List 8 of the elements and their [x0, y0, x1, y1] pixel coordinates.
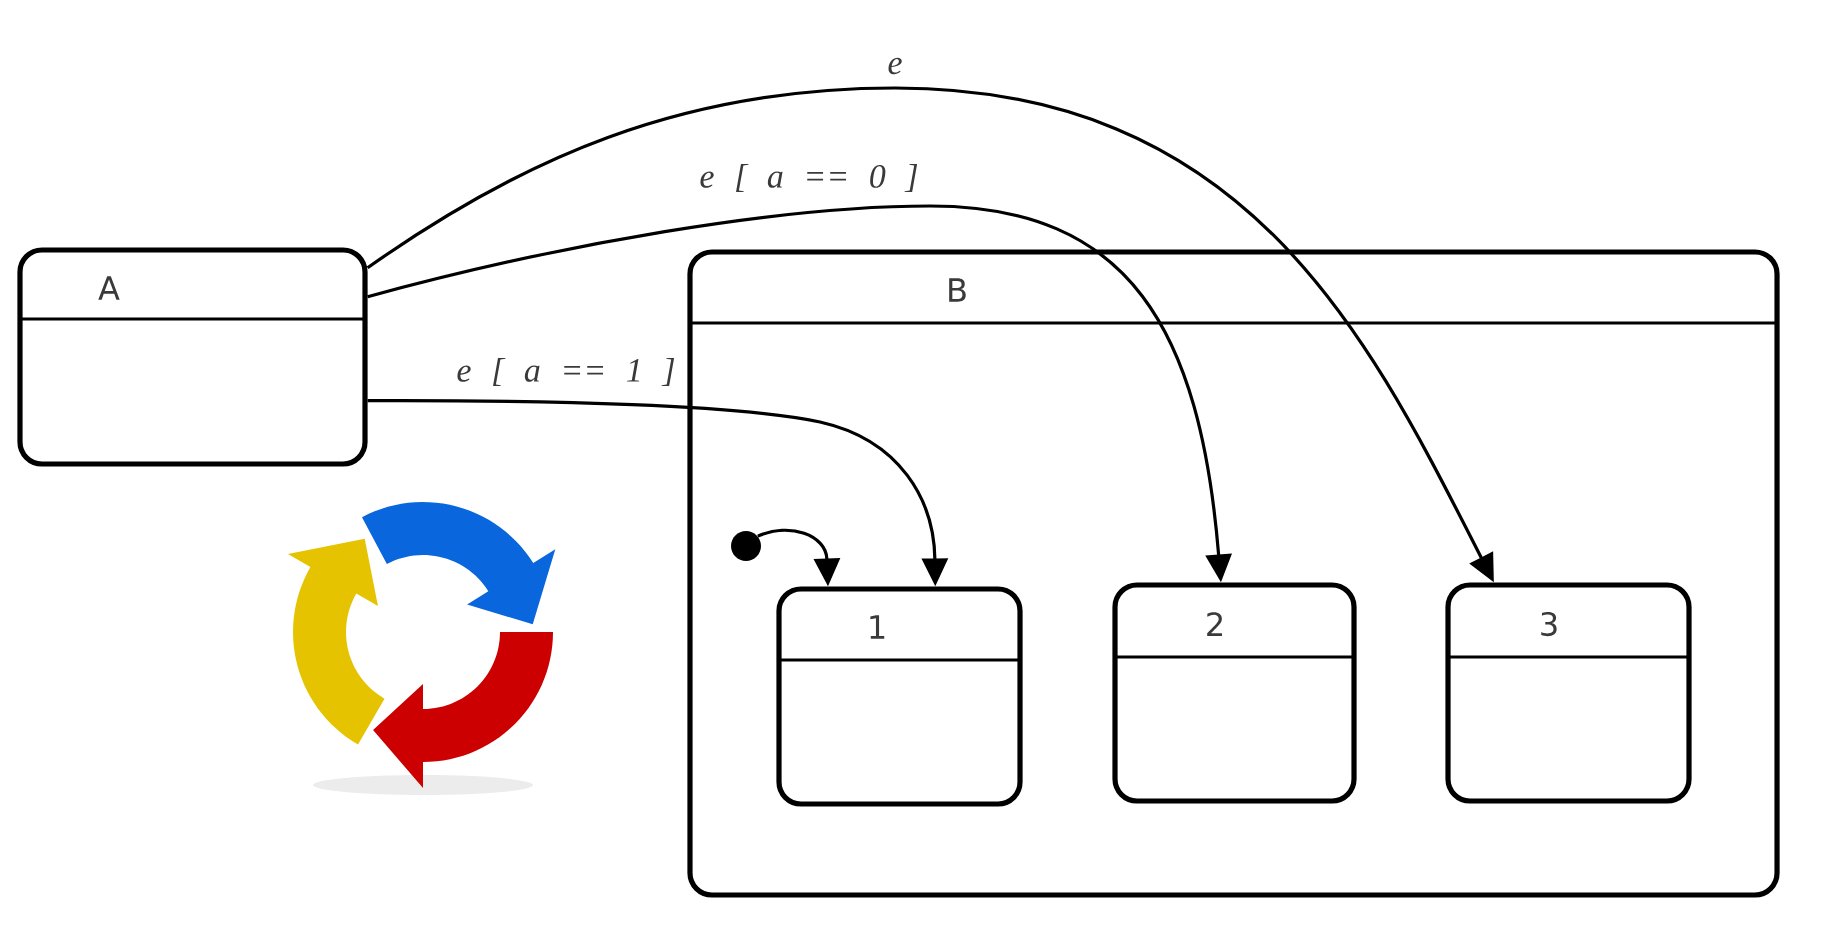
start-dot — [731, 531, 761, 561]
state-box: 2 — [1112, 582, 1357, 804]
state-box: A — [17, 247, 368, 467]
edge-label: e — [884, 54, 906, 78]
state-box: 3 — [1445, 582, 1692, 804]
state-box: 1 — [776, 586, 1023, 807]
edge-label: e [ a == 0 ] — [696, 160, 922, 196]
edge-label: e [ a == 1 ] — [453, 354, 679, 390]
